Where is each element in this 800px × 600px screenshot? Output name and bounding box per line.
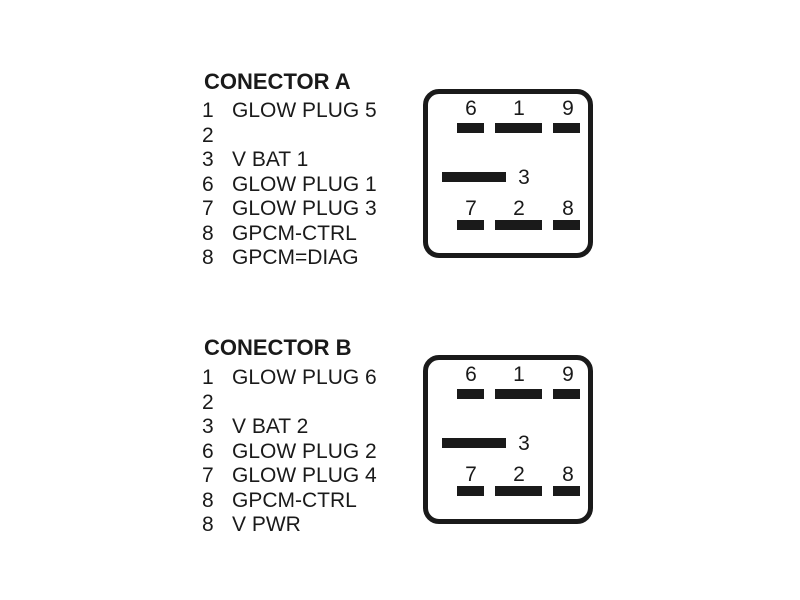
pin-description: V BAT 2: [232, 415, 309, 438]
pin-2-label: 2: [513, 463, 525, 486]
pin-3-blade: [442, 172, 506, 182]
connector-b-title: CONECTOR B: [204, 335, 352, 360]
pin-1-label: 1: [513, 363, 525, 386]
pin-3-label: 3: [518, 166, 530, 189]
pin-number: 7: [202, 197, 214, 220]
pin-9-label: 9: [562, 97, 574, 120]
pin-6-label: 6: [465, 363, 477, 386]
pin-number: 1: [202, 99, 214, 122]
pin-7-blade: [457, 486, 484, 496]
pin-row: 3 V BAT 2: [202, 415, 377, 440]
pin-2-blade: [495, 486, 542, 496]
pin-number: 6: [202, 172, 214, 196]
connector-a-title: CONECTOR A: [204, 69, 351, 94]
pin-row: 1 GLOW PLUG 6: [202, 366, 377, 391]
pin-6-blade: [457, 389, 484, 399]
pin-number: 8: [202, 246, 214, 269]
pin-7-blade: [457, 220, 484, 230]
pin-row: 1 GLOW PLUG 5: [202, 99, 377, 124]
pin-8-blade: [553, 220, 580, 230]
pin-description: GLOW PLUG 2: [232, 439, 377, 463]
connector-b-pin-list: 1 GLOW PLUG 6 2 3 V BAT 2 6 GLOW PLUG 2 7 GL…: [202, 366, 377, 538]
pin-description: V PWR: [232, 513, 301, 536]
pin-number: 7: [202, 464, 214, 487]
pin-8-label: 8: [562, 197, 574, 220]
pin-number: 6: [202, 439, 214, 463]
pin-number: 3: [202, 148, 214, 171]
pin-number: 2: [202, 123, 214, 147]
pin-8-label: 8: [562, 463, 574, 486]
pin-description: GLOW PLUG 1: [232, 172, 377, 196]
pin-description: GLOW PLUG 4: [232, 464, 377, 487]
pin-row: 2: [202, 124, 377, 149]
pin-number: 1: [202, 366, 214, 389]
pin-7-label: 7: [465, 197, 477, 220]
pin-row: 2: [202, 391, 377, 416]
pin-9-label: 9: [562, 363, 574, 386]
pin-description: GPCM=DIAG: [232, 246, 359, 269]
pin-number: 8: [202, 513, 214, 536]
pin-description: GLOW PLUG 6: [232, 366, 377, 389]
pin-number: 2: [202, 390, 214, 414]
pin-1-blade: [495, 389, 542, 399]
pin-row: 8 GPCM=DIAG: [202, 246, 377, 271]
connector-a-pin-list: 1 GLOW PLUG 5 2 3 V BAT 1 6 GLOW PLUG 1 7 GL…: [202, 99, 377, 271]
pin-number: 8: [202, 488, 214, 512]
pin-row: 7 GLOW PLUG 3: [202, 197, 377, 222]
pin-description: V BAT 1: [232, 148, 309, 171]
pin-1-blade: [495, 123, 542, 133]
pin-9-blade: [553, 389, 580, 399]
pin-row: 8 V PWR: [202, 513, 377, 538]
pin-number: 8: [202, 221, 214, 245]
pin-row: 3 V BAT 1: [202, 148, 377, 173]
pin-row: 7 GLOW PLUG 4: [202, 464, 377, 489]
pin-6-label: 6: [465, 97, 477, 120]
pin-2-label: 2: [513, 197, 525, 220]
pin-row: 8 GPCM-CTRL: [202, 489, 377, 514]
pin-1-label: 1: [513, 97, 525, 120]
connector-a-plug-face: 6 1 9 3 7 2 8: [423, 89, 593, 258]
pin-description: GLOW PLUG 3: [232, 197, 377, 220]
pin-2-blade: [495, 220, 542, 230]
pin-description: GLOW PLUG 5: [232, 99, 377, 122]
pin-9-blade: [553, 123, 580, 133]
pin-row: 6 GLOW PLUG 1: [202, 173, 377, 198]
connector-b-plug-face: 6 1 9 3 7 2 8: [423, 355, 593, 524]
pin-number: 3: [202, 415, 214, 438]
pin-8-blade: [553, 486, 580, 496]
pin-description: GPCM-CTRL: [232, 488, 357, 512]
pin-3-blade: [442, 438, 506, 448]
pin-3-label: 3: [518, 432, 530, 455]
pin-6-blade: [457, 123, 484, 133]
pin-row: 6 GLOW PLUG 2: [202, 440, 377, 465]
pin-row: 8 GPCM-CTRL: [202, 222, 377, 247]
pin-7-label: 7: [465, 463, 477, 486]
pin-description: GPCM-CTRL: [232, 221, 357, 245]
